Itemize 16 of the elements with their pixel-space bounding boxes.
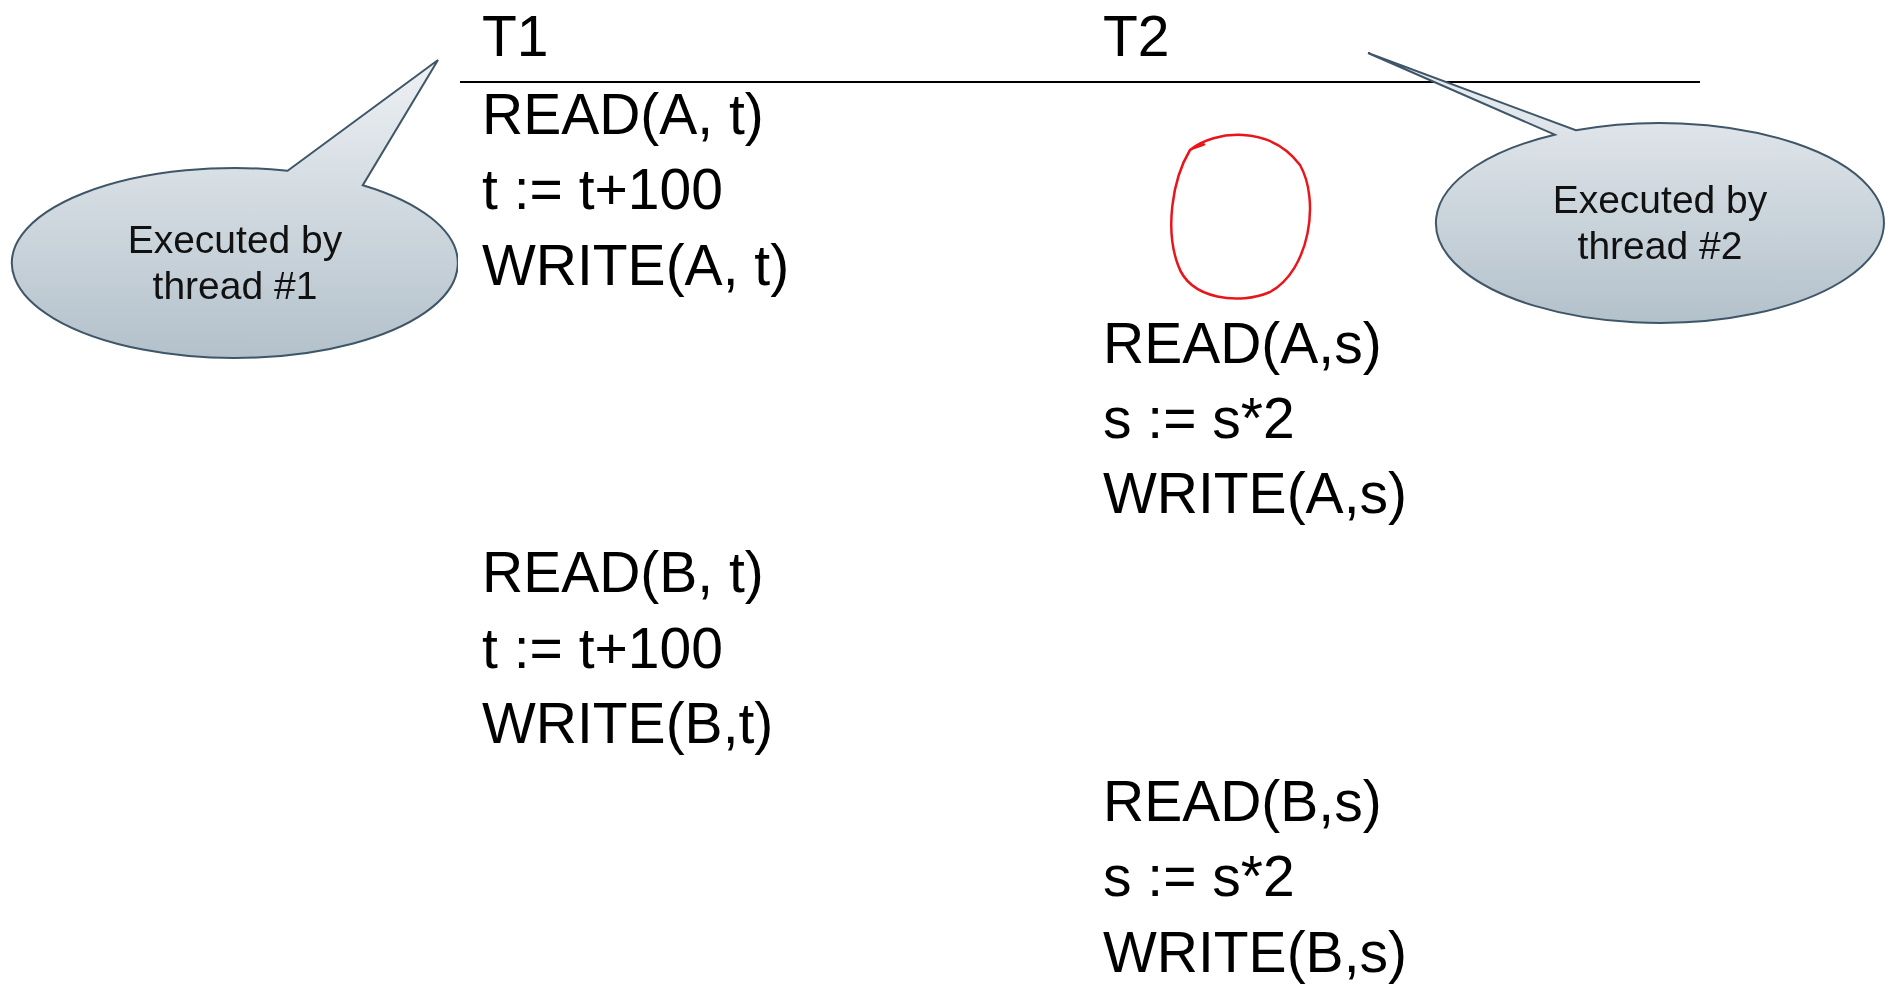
statement-text: READ(A, t) — [482, 81, 764, 147]
statement-text: READ(B,s) — [1103, 768, 1382, 834]
statement-text: s := s*2 — [1103, 843, 1295, 909]
column-header: T2 — [1103, 3, 1170, 69]
column-header: T1 — [482, 3, 549, 69]
statement-text: s := s*2 — [1103, 385, 1295, 451]
statement-text: t := t+100 — [482, 156, 723, 222]
statement-text: READ(A,s) — [1103, 310, 1382, 376]
bubble-text: Executed by thread #2 — [1551, 177, 1769, 269]
statement-text: WRITE(B,t) — [482, 690, 774, 756]
statement-text: WRITE(A, t) — [482, 232, 790, 298]
bubble-text: Executed by thread #1 — [126, 217, 344, 309]
statement-text: READ(B, t) — [482, 539, 764, 605]
statement-text: WRITE(B,s) — [1103, 919, 1407, 985]
statement-text: t := t+100 — [482, 615, 723, 681]
statement-text: WRITE(A,s) — [1103, 460, 1407, 526]
